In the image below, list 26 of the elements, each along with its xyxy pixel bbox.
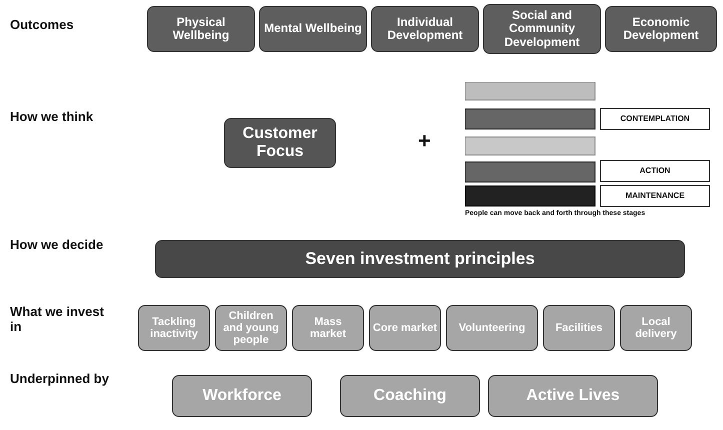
row-label: How we decide	[10, 238, 104, 253]
principles-bar: Seven investment principles	[155, 240, 685, 278]
category-box: Mental Wellbeing	[259, 6, 367, 52]
category-box: Individual Development	[371, 6, 479, 52]
row-label: Underpinned by	[10, 372, 110, 387]
category-box: Core market	[369, 305, 441, 351]
category-box: Children and young people	[215, 305, 287, 351]
category-box: Economic Development	[605, 6, 717, 52]
stage-box: MAINTENANCE	[600, 185, 710, 207]
row-label: What we invest in	[10, 305, 105, 335]
category-box: Coaching	[340, 375, 480, 417]
category-box: Local delivery	[620, 305, 692, 351]
plus-sign: +	[418, 128, 431, 154]
category-box: Tackling inactivity	[138, 305, 210, 351]
category-box: Facilities	[543, 305, 615, 351]
category-box: Social and Community Development	[483, 4, 601, 54]
stage-box: CONTEMPLATION	[600, 108, 710, 130]
focus-box: Customer Focus	[224, 118, 336, 168]
category-box: Active Lives	[488, 375, 658, 417]
row-label: How we think	[10, 110, 94, 125]
category-box: Volunteering	[446, 305, 538, 351]
row-label: Outcomes	[10, 18, 75, 33]
category-box: Physical Wellbeing	[147, 6, 255, 52]
category-box: Mass market	[292, 305, 364, 351]
stage-box: ACTION	[600, 160, 710, 182]
category-box: Workforce	[172, 375, 312, 417]
